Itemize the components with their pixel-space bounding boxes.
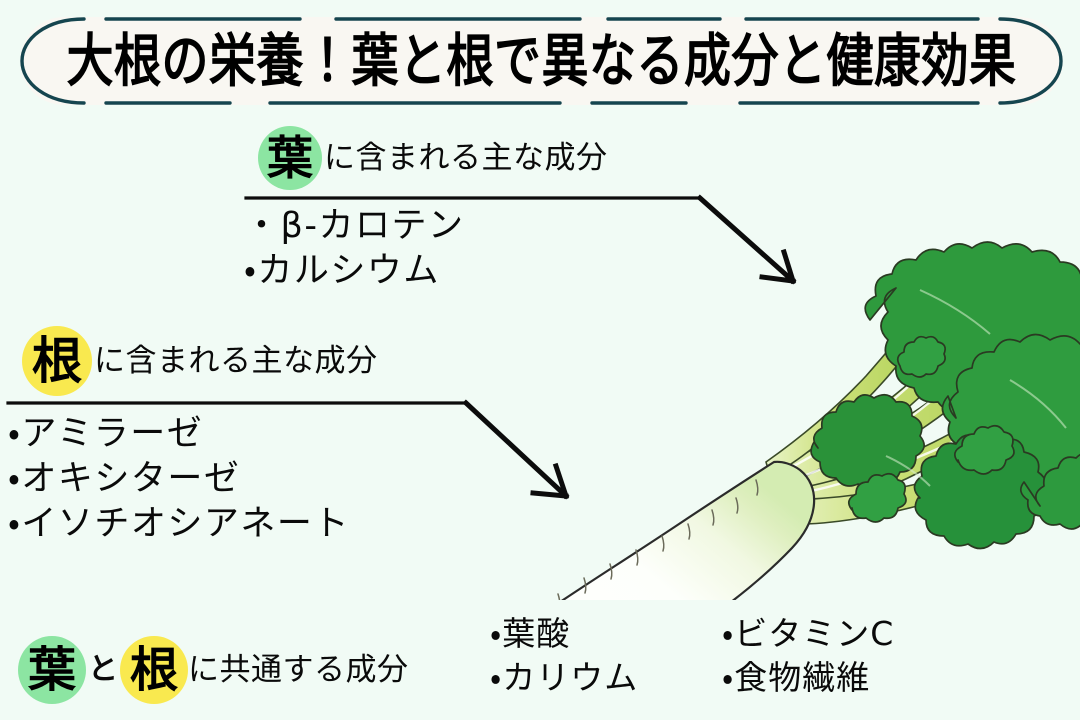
- root-bullet-item: ・アミラーゼ: [8, 414, 204, 454]
- common-bullet-item: ・カリウム: [490, 657, 639, 697]
- common-leaf-kanji-chip: 葉: [18, 636, 86, 704]
- title-banner: 大根の栄養！葉と根で異なる成分と健康効果: [20, 17, 1063, 105]
- common-heading-line: 葉 と 根 に共通する成分: [18, 636, 409, 704]
- common-column-2: ・ビタミンC ・食物繊維: [722, 612, 894, 699]
- common-nutrients-heading: 葉 と 根 に共通する成分: [18, 636, 409, 704]
- root-bullet-list: ・アミラーゼ ・オキシターゼ ・イソチオシアネート: [8, 412, 378, 546]
- root-bullet-item: ・イソチオシアネート: [8, 503, 350, 544]
- daikon-root-body: [557, 460, 816, 600]
- root-nutrients-block: 根 に含まれる主な成分 ・アミラーゼ ・オキシターゼ ・イソチオシアネート: [8, 326, 378, 546]
- leaf-bullet-item: ・β-カロテン: [244, 206, 465, 246]
- root-heading: 根 に含まれる主な成分: [22, 326, 378, 396]
- root-kanji-chip: 根: [22, 326, 92, 396]
- common-nutrients-columns: ・葉酸 ・カリウム ・ビタミンC ・食物繊維: [490, 612, 894, 699]
- page-title: 大根の栄養！葉と根で異なる成分と健康効果: [66, 27, 1017, 95]
- common-conjunction: と: [88, 652, 118, 687]
- leaf-heading: 葉 に含まれる主な成分: [258, 126, 608, 190]
- daikon-leaves: [810, 241, 1080, 550]
- root-lenticels: [557, 479, 759, 600]
- leaf-nutrients-block: 葉 に含まれる主な成分 ・β-カロテン ・カルシウム: [244, 126, 608, 294]
- root-bullet-item: ・オキシターゼ: [8, 458, 241, 499]
- leaf-kanji-chip: 葉: [258, 126, 322, 190]
- common-root-kanji-chip: 根: [120, 636, 188, 704]
- common-bullet-item: ・食物繊維: [722, 657, 871, 697]
- common-column-1: ・葉酸 ・カリウム: [490, 612, 722, 699]
- daikon-illustration: [557, 241, 1080, 600]
- leaf-bullet-item: ・カルシウム: [244, 250, 440, 291]
- leaf-heading-rest: に含まれる主な成分: [324, 139, 608, 176]
- leaf-veins: [885, 289, 1067, 487]
- common-bullet-item: ・葉酸: [490, 614, 571, 653]
- common-bullet-item: ・ビタミンC: [722, 614, 895, 653]
- common-heading-rest: に共通する成分: [188, 651, 409, 688]
- root-heading-rest: に含まれる主な成分: [94, 342, 378, 379]
- leaf-bullet-list: ・β-カロテン ・カルシウム: [244, 204, 608, 294]
